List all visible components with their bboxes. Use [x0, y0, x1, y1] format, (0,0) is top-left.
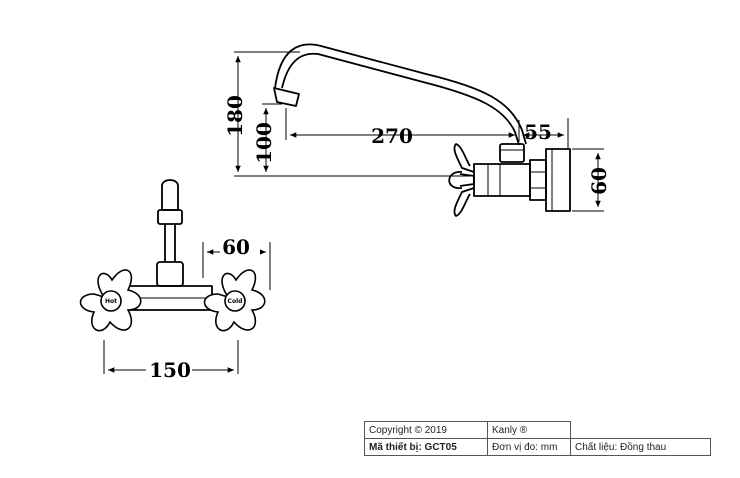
aerator-tip [273, 87, 300, 107]
dim-label-100: 100 [252, 122, 276, 164]
dim-label-180: 180 [223, 95, 247, 137]
cold-label: Cold [228, 298, 243, 305]
material-cell: Chất liệu: Đồng thau [570, 438, 711, 456]
side-cross-handle [448, 143, 475, 217]
side-dimensions [234, 51, 604, 212]
brand-cell: Kanly ® [487, 421, 571, 439]
side-view [273, 43, 571, 217]
spout-tube [274, 43, 527, 146]
front-view [127, 179, 213, 311]
wall-flange [545, 148, 571, 212]
dim-label-270: 270 [371, 124, 413, 148]
dim-label-60-front: 60 [222, 235, 250, 259]
empty-cell [570, 421, 711, 439]
hex-nut [529, 159, 547, 201]
unit-cell: Đơn vị đo: mm [487, 438, 571, 456]
spout-collar [499, 143, 525, 163]
title-block: Copyright © 2019 Kanly ® Mã thiết bị: GC… [364, 421, 711, 456]
valve-body [473, 163, 531, 197]
dim-label-55: 55 [524, 120, 552, 144]
copyright-cell: Copyright © 2019 [364, 421, 488, 439]
dim-label-60-side: 60 [587, 167, 611, 195]
product-code-cell: Mã thiết bị: GCT05 [364, 438, 488, 456]
cold-handle: Cold [203, 269, 266, 332]
hot-handle: Hot [79, 269, 142, 332]
dim-label-150: 150 [149, 358, 191, 382]
hot-label: Hot [105, 298, 117, 305]
front-spout [161, 179, 179, 211]
